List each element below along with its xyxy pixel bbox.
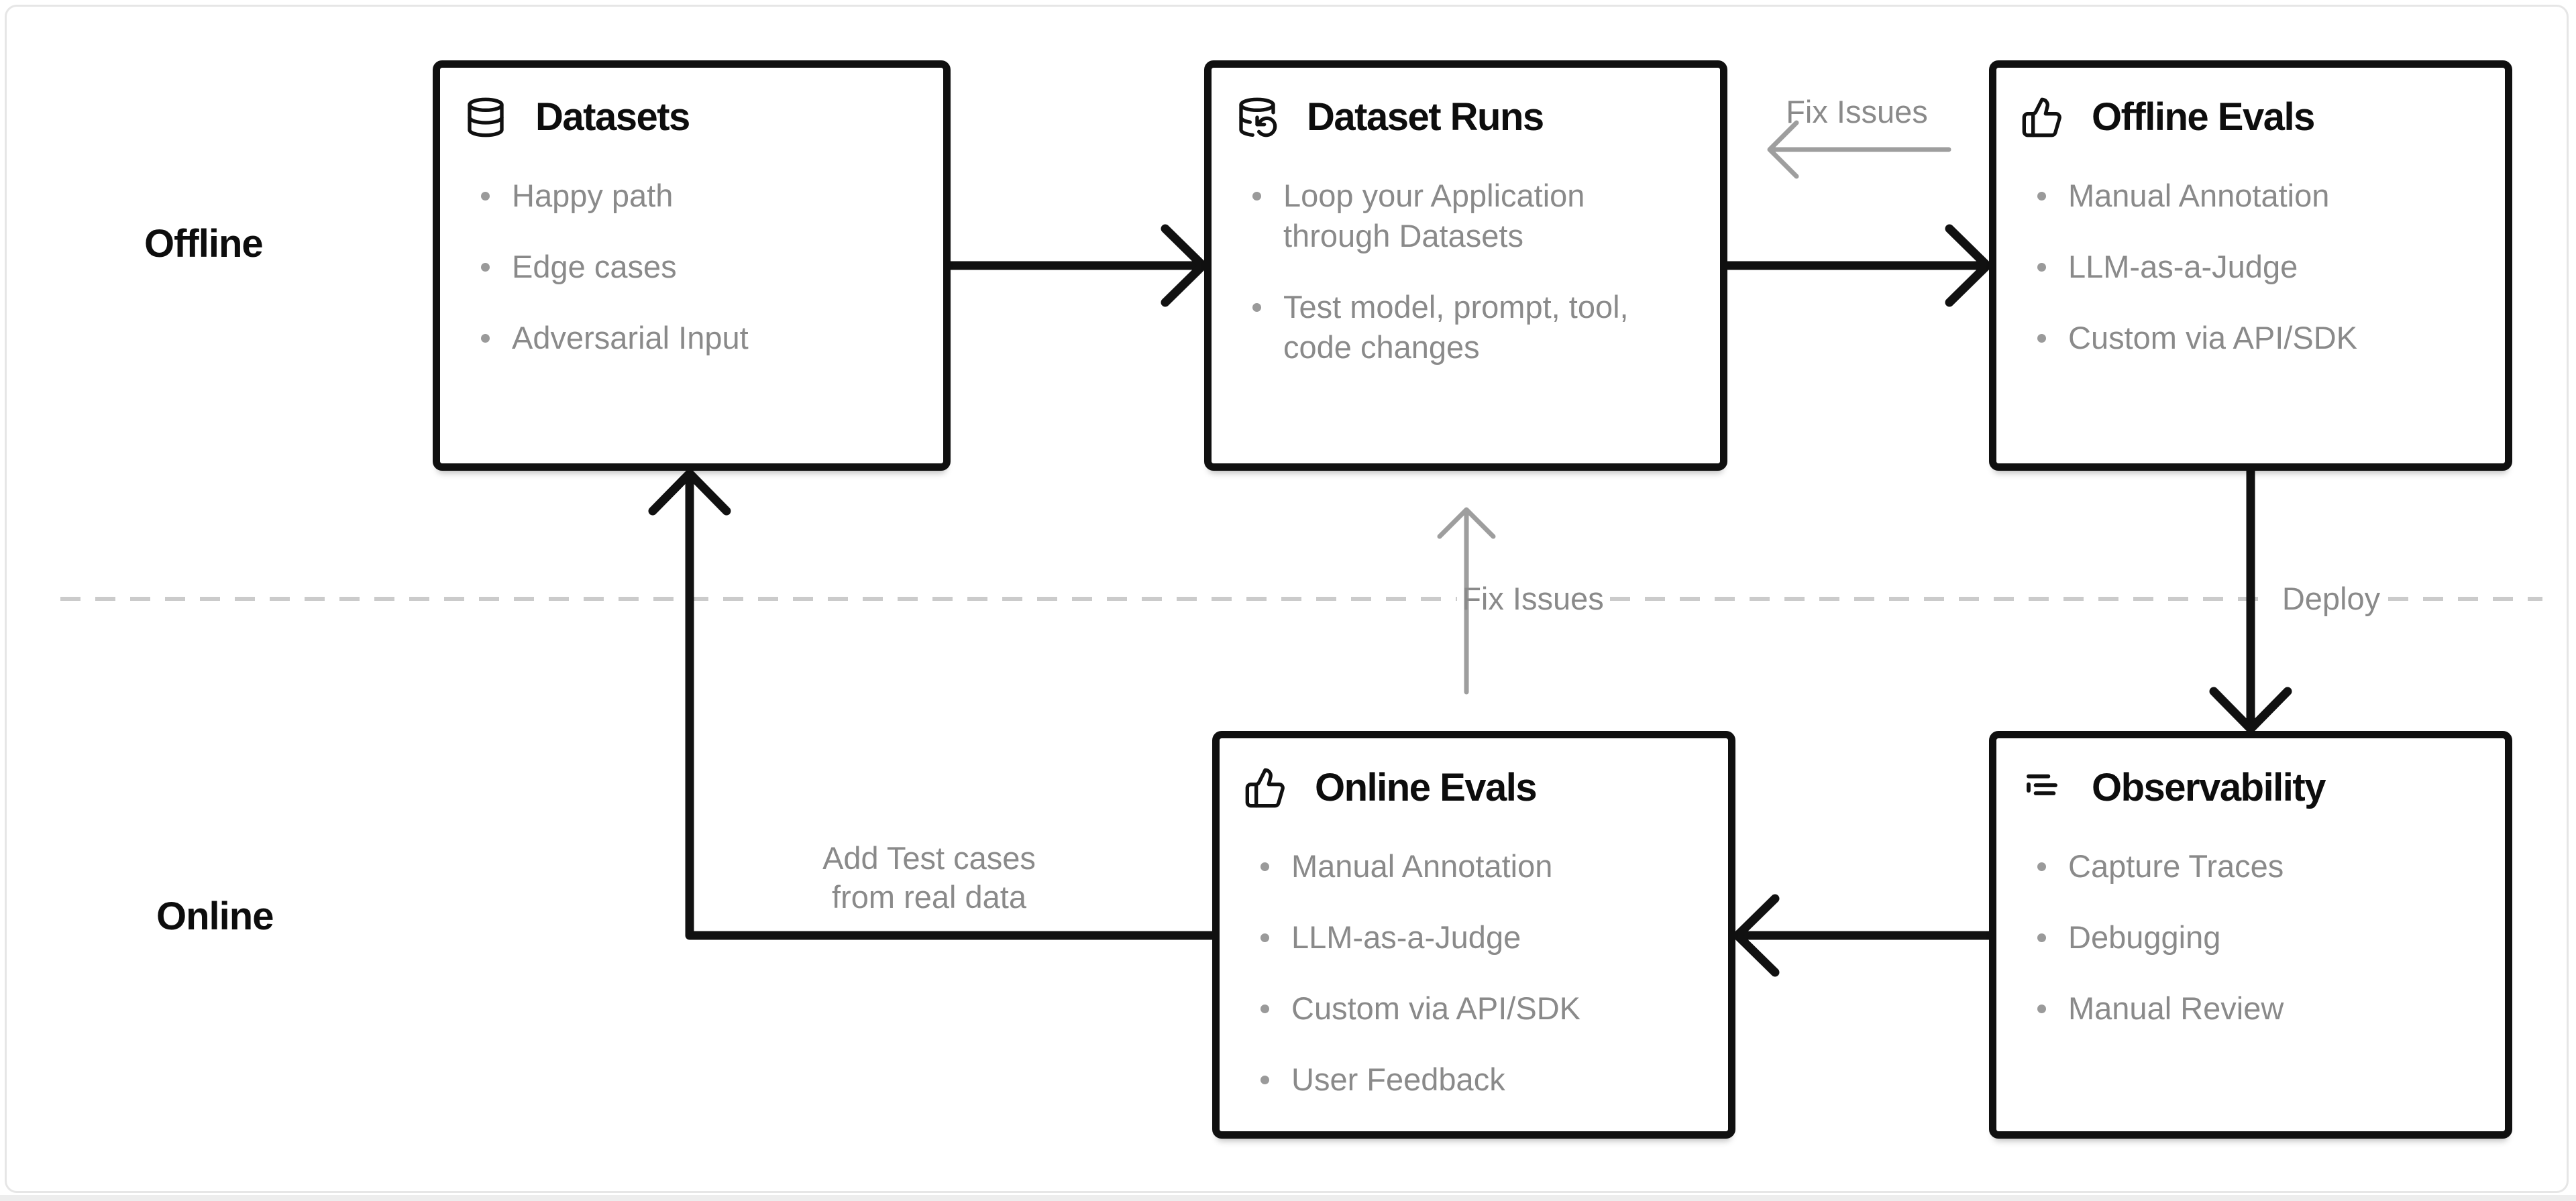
thumbs-up-icon [1244,766,1287,809]
list-item: Adversarial Input [481,318,924,358]
online-evals-items: Manual Annotation LLM-as-a-Judge Custom … [1220,846,1728,1100]
list-item: LLM-as-a-Judge [2037,247,2486,287]
datasets-header: Datasets [440,68,943,139]
bottom-edge-strip [0,1195,2576,1201]
list-item: Manual Annotation [2037,176,2486,216]
online-evals-title: Online Evals [1315,766,1538,809]
thumbs-up-icon [2021,96,2063,139]
observability-title: Observability [2092,766,2326,809]
list-tree-icon [2021,766,2063,809]
database-icon [464,96,507,139]
list-item: Happy path [481,176,924,216]
online-evals-header: Online Evals [1220,738,1728,810]
datasets-box: Datasets Happy path Edge cases Adversari… [433,60,951,471]
online-section-label: Online [156,895,274,938]
dataset-runs-items: Loop your Application through Datasets T… [1212,176,1720,367]
database-refresh-icon [1236,96,1279,139]
list-item: Test model, prompt, tool, code changes [1252,287,1701,367]
fix-issues-top-label: Fix Issues [1786,94,1928,129]
list-item: Debugging [2037,917,2486,958]
list-item: Custom via API/SDK [2037,318,2486,358]
list-item: Edge cases [481,247,924,287]
deploy-label: Deploy [2282,581,2381,616]
list-item: User Feedback [1260,1060,1709,1100]
offline-evals-title: Offline Evals [2092,95,2315,139]
offline-section-label: Offline [144,222,264,266]
list-item: Custom via API/SDK [1260,988,1709,1029]
list-item: Loop your Application through Datasets [1252,176,1701,256]
offline-evals-header: Offline Evals [1996,68,2505,139]
offline-evals-items: Manual Annotation LLM-as-a-Judge Custom … [1996,176,2505,358]
fix-issues-mid-label: Fix Issues [1462,581,1604,616]
list-item: Manual Annotation [1260,846,1709,887]
list-item: Capture Traces [2037,846,2486,887]
dataset-runs-box: Dataset Runs Loop your Application throu… [1204,60,1727,471]
dataset-runs-header: Dataset Runs [1212,68,1720,139]
list-item: Manual Review [2037,988,2486,1029]
datasets-items: Happy path Edge cases Adversarial Input [440,176,943,358]
offline-evals-box: Offline Evals Manual Annotation LLM-as-a… [1989,60,2512,471]
observability-items: Capture Traces Debugging Manual Review [1996,846,2505,1029]
observability-box: Observability Capture Traces Debugging M… [1989,731,2512,1139]
datasets-title: Datasets [535,95,690,139]
dataset-runs-title: Dataset Runs [1307,95,1544,139]
add-test-cases-label: Add Test cases from real data [822,840,1036,915]
online-evals-box: Online Evals Manual Annotation LLM-as-a-… [1212,731,1735,1139]
list-item: LLM-as-a-Judge [1260,917,1709,958]
observability-header: Observability [1996,738,2505,810]
